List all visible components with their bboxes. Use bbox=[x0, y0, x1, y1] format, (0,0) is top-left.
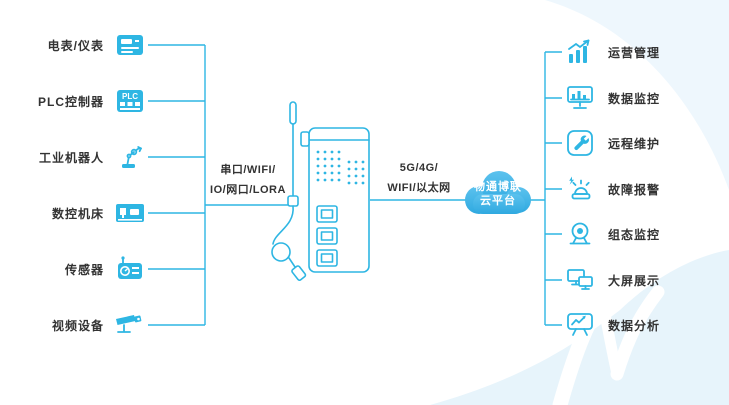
fault-alarm-icon bbox=[562, 174, 598, 204]
feature-label: 故障报警 bbox=[608, 182, 661, 197]
industrial-gateway-router-icon bbox=[271, 101, 370, 281]
device-label: 电表/仪表 bbox=[47, 38, 104, 53]
operations-chart-icon bbox=[562, 37, 598, 67]
left-link-line2: IO/网口/LORA bbox=[210, 184, 286, 196]
cloud-icon bbox=[465, 171, 531, 214]
plc-icon: PLC bbox=[112, 86, 148, 116]
device-row-camera: 视频设备 bbox=[24, 307, 148, 343]
data-monitoring-icon bbox=[562, 83, 598, 113]
feature-row-data-analysis: 数据分析 bbox=[562, 307, 660, 343]
feature-label: 远程维护 bbox=[608, 136, 661, 151]
gateway-illustration bbox=[255, 100, 385, 300]
remote-maintenance-icon bbox=[562, 128, 598, 158]
right-link-line1: 5G/4G/ bbox=[399, 162, 439, 174]
feature-label: 大屏展示 bbox=[608, 273, 661, 288]
device-row-robot: 工业机器人 bbox=[24, 139, 148, 175]
cloud-label: 物通博联 云平台 bbox=[455, 180, 541, 208]
config-monitoring-icon bbox=[562, 219, 598, 249]
device-row-cnc: 数控机床 bbox=[24, 195, 148, 231]
feature-label: 数据监控 bbox=[608, 91, 661, 106]
device-label: 传感器 bbox=[64, 262, 104, 277]
feature-label: 数据分析 bbox=[608, 318, 661, 333]
svg-text:PLC: PLC bbox=[122, 92, 138, 101]
device-label: PLC控制器 bbox=[37, 94, 104, 109]
data-analysis-icon bbox=[562, 310, 598, 340]
right-link-label: 5G/4G/ WIFI/以太网 bbox=[378, 158, 460, 198]
feature-label: 运营管理 bbox=[608, 45, 661, 60]
device-row-meter: 电表/仪表 bbox=[24, 27, 148, 63]
sensor-icon bbox=[112, 254, 148, 284]
feature-row-fault-alarm: 故障报警 bbox=[562, 171, 660, 207]
cloud-label-line1: 物通博联 bbox=[474, 181, 522, 193]
robot-arm-icon bbox=[112, 142, 148, 172]
feature-row-remote-maintenance: 远程维护 bbox=[562, 125, 660, 161]
feature-row-data-monitoring: 数据监控 bbox=[562, 80, 660, 116]
feature-row-config-monitoring: 组态监控 bbox=[562, 216, 660, 252]
feature-row-big-screen: 大屏展示 bbox=[562, 262, 660, 298]
device-label: 视频设备 bbox=[51, 318, 104, 333]
meter-icon bbox=[112, 30, 148, 60]
left-link-line1: 串口/WIFI/ bbox=[220, 164, 276, 176]
feature-row-operations: 运营管理 bbox=[562, 34, 660, 70]
left-link-label: 串口/WIFI/ IO/网口/LORA bbox=[204, 160, 292, 200]
big-screen-icon bbox=[562, 265, 598, 295]
device-label: 工业机器人 bbox=[38, 150, 104, 165]
cloud-label-line2: 云平台 bbox=[480, 195, 516, 207]
device-label: 数控机床 bbox=[51, 206, 104, 221]
cloud-platform: 物通博联 云平台 bbox=[455, 164, 541, 222]
device-row-sensor: 传感器 bbox=[24, 251, 148, 287]
video-camera-icon bbox=[112, 310, 148, 340]
device-row-plc: PLC控制器 PLC bbox=[24, 83, 148, 119]
right-link-line2: WIFI/以太网 bbox=[387, 182, 451, 194]
feature-label: 组态监控 bbox=[608, 227, 661, 242]
cnc-machine-icon bbox=[112, 198, 148, 228]
